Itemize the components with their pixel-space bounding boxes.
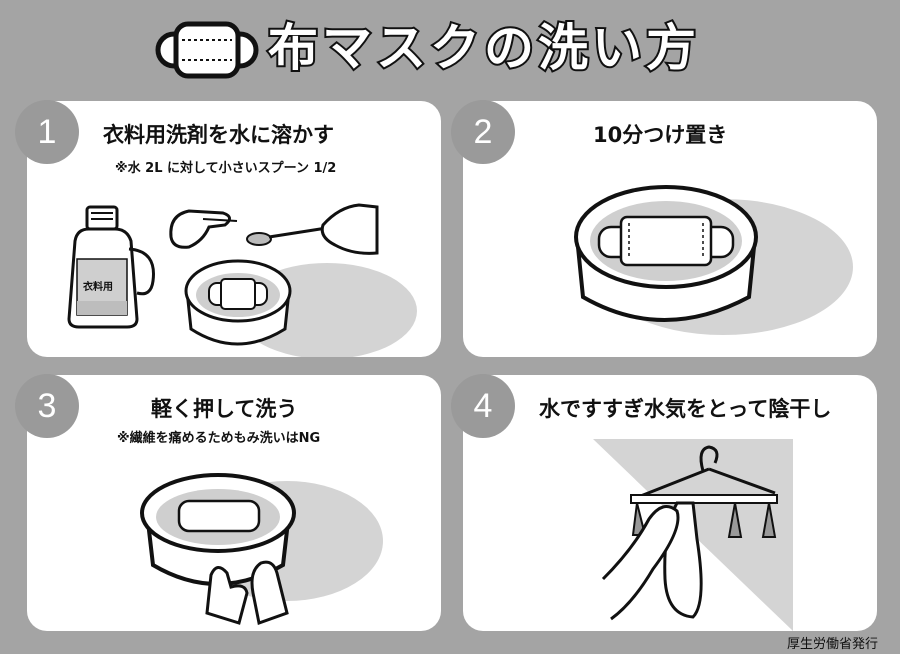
- title-bar: 布マスクの洗い方: [0, 0, 900, 100]
- step-3-title: 軽く押して洗う: [151, 397, 298, 421]
- step-number-2: 2: [451, 100, 515, 164]
- bottle-label: 衣料用: [83, 282, 113, 293]
- hanger-drying-icon: [593, 439, 793, 631]
- step-1-title: 衣料用洗剤を水に溶かす: [103, 123, 334, 147]
- step-card-2: 10分つけ置き: [463, 101, 877, 357]
- step-4-title: 水ですすぎ水気をとって陰干し: [539, 397, 832, 421]
- step-2-title: 10分つけ置き: [593, 123, 728, 147]
- step-1-note: ※水 2L に対して小さいスプーン 1/2: [115, 161, 337, 176]
- bowl-soaking-icon: [574, 185, 853, 335]
- publisher-credit: 厚生労働省発行: [786, 637, 878, 652]
- step-card-4: 水ですすぎ水気をとって陰干し: [463, 375, 877, 631]
- hands-spoon-icon: [169, 203, 379, 255]
- step-card-1: 衣料用洗剤を水に溶かす ※水 2L に対して小さいスプーン 1/2 衣料用: [27, 101, 441, 357]
- page-title: 布マスクの洗い方: [266, 17, 700, 79]
- step-number-1: 1: [15, 100, 79, 164]
- step-3-note: ※繊維を痛めるためもみ洗いはNG: [117, 431, 321, 446]
- cloth-mask-icon: [155, 21, 259, 79]
- step-number-3: 3: [15, 374, 79, 438]
- hands-pressing-icon: [140, 473, 383, 625]
- step-card-3: 軽く押して洗う ※繊維を痛めるためもみ洗いはNG: [27, 375, 441, 631]
- step-number-4: 4: [451, 374, 515, 438]
- bowl-mask-icon: [184, 259, 417, 357]
- detergent-bottle-icon: [67, 205, 155, 329]
